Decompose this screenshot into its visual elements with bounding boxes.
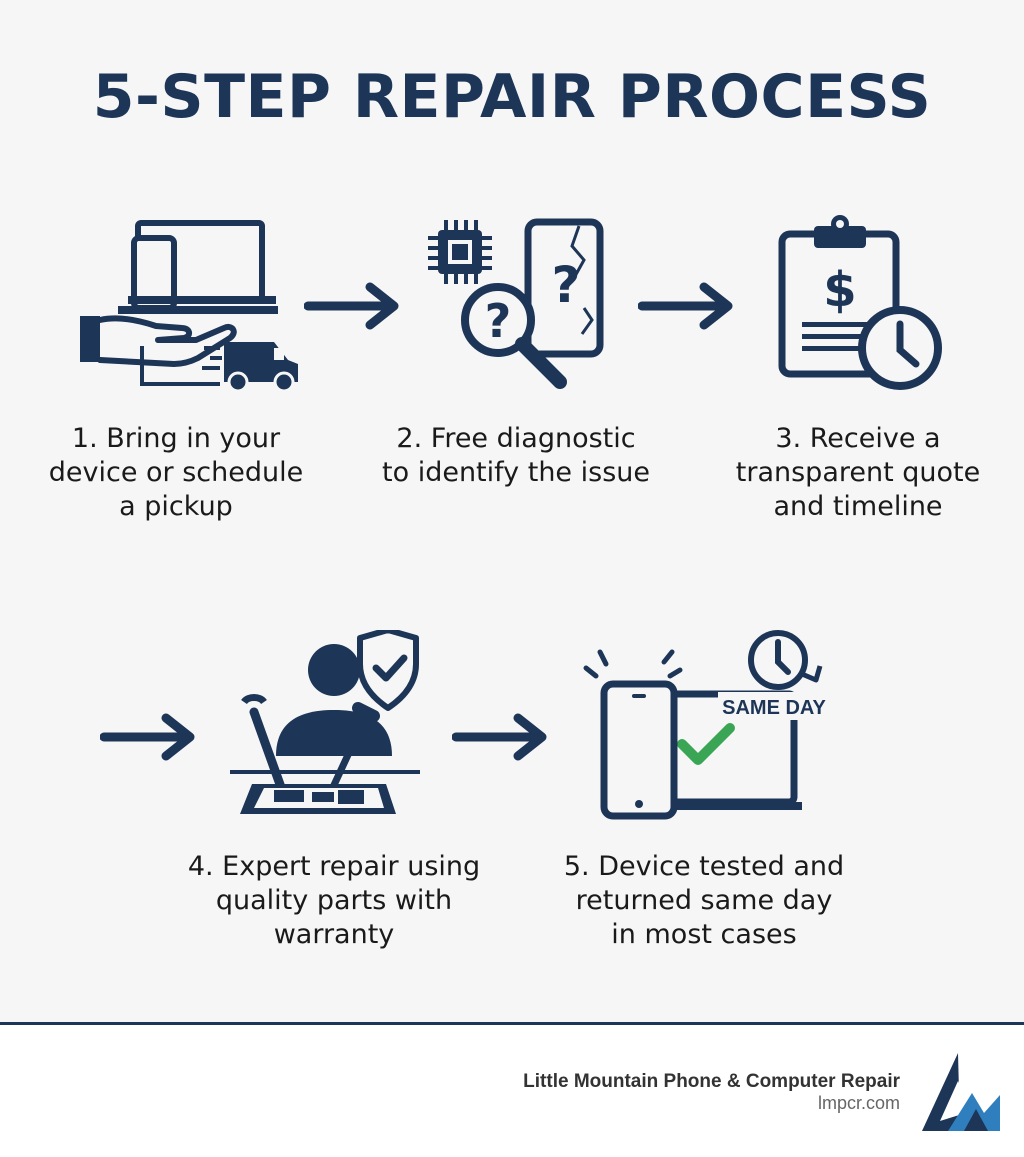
step-5-line-1: 5. Device tested and	[563, 851, 845, 882]
step-2-line-2: to identify the issue	[382, 457, 650, 488]
svg-text:?: ?	[551, 256, 580, 314]
step-1-line-3: a pickup	[119, 491, 233, 522]
company-url[interactable]: lmpcr.com	[817, 1093, 900, 1113]
tested-returned-icon: SAME DAY	[583, 630, 830, 820]
svg-text:?: ?	[485, 294, 512, 348]
arrow-4-to-5	[452, 713, 547, 761]
drop-off-pickup-icon	[80, 220, 298, 393]
arrow-1-to-2	[304, 282, 399, 330]
step-3-line-1: 3. Receive a	[775, 423, 941, 454]
arrow-2-to-3	[638, 282, 733, 330]
diagnostic-icon: ? ?	[428, 218, 604, 389]
step-4-caption: 4. Expert repair using quality parts wit…	[184, 850, 484, 952]
company-name: Little Mountain Phone & Computer Repair	[523, 1071, 900, 1092]
same-day-badge: SAME DAY	[722, 697, 826, 719]
technician-repair-icon	[230, 630, 420, 814]
step-2-line-1: 2. Free diagnostic	[396, 423, 636, 454]
step-3-line-2: transparent quote	[735, 457, 981, 488]
step-4-line-3: warranty	[273, 919, 395, 950]
step-5-line-2: returned same day	[575, 885, 833, 916]
step-1-line-2: device or schedule	[48, 457, 304, 488]
quote-clipboard-icon: $	[778, 215, 942, 390]
step-1-caption: 1. Bring in your device or schedule a pi…	[26, 422, 326, 524]
step-1-line-1: 1. Bring in your	[71, 423, 281, 454]
footer: Little Mountain Phone & Computer Repair …	[0, 1022, 1024, 1157]
step-5-caption: 5. Device tested and returned same day i…	[554, 850, 854, 952]
step-3-caption: 3. Receive a transparent quote and timel…	[708, 422, 1008, 524]
arrow-3-to-4	[100, 713, 195, 761]
mountain-logo-icon	[922, 1053, 1000, 1131]
svg-text:$: $	[823, 262, 856, 318]
step-4-line-1: 4. Expert repair using	[187, 851, 481, 882]
page-title: 5-STEP REPAIR PROCESS	[92, 62, 932, 132]
step-5-line-3: in most cases	[611, 919, 797, 950]
step-4-line-2: quality parts with	[215, 885, 453, 916]
step-3-line-3: and timeline	[773, 491, 943, 522]
step-2-caption: 2. Free diagnostic to identify the issue	[366, 422, 666, 490]
